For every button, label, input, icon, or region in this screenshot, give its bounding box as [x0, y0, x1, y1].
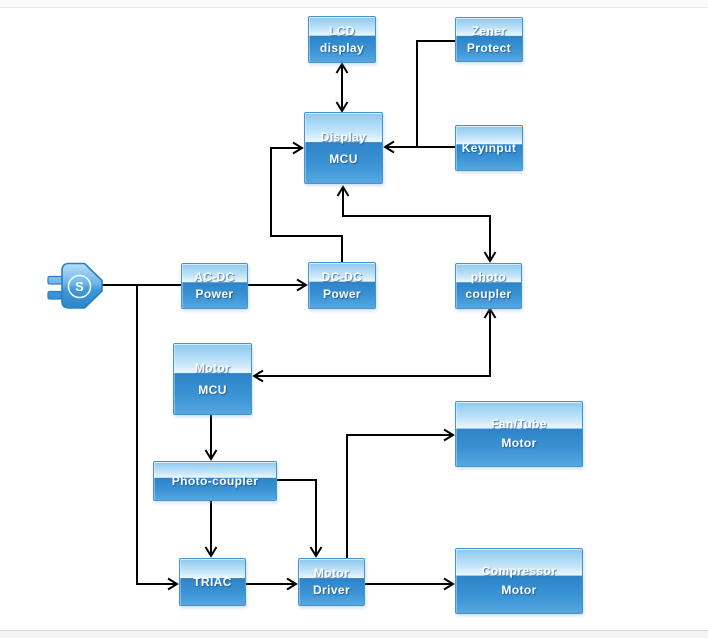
node-label: Fan/Tube: [491, 417, 547, 431]
edge-mains-to-triac: [136, 285, 179, 591]
node-label: LCD: [329, 23, 355, 38]
top-divider: [0, 0, 708, 8]
edge-display-mcu-to-photo-coupler-top: [336, 185, 497, 263]
node-label: MCU: [198, 383, 227, 397]
plug-body: [61, 262, 103, 309]
node-label: Motor: [501, 436, 537, 450]
power-plug-icon: S: [47, 262, 103, 309]
node-label: Power: [195, 287, 234, 301]
node-ac-dc-power: AC-DC Power: [181, 263, 248, 309]
node-dc-dc-power: DC-DC Power: [308, 262, 376, 309]
node-label: Driver: [312, 583, 351, 597]
node-lcd-display: LCD display: [308, 16, 376, 63]
node-label: Motor: [194, 361, 231, 375]
node-triac: TRIAC: [179, 558, 246, 606]
edge-photo-coupler-to-motor-driver: [277, 479, 323, 558]
plug-circle: [67, 274, 92, 299]
node-label: display: [319, 40, 365, 55]
node-label: Power: [322, 286, 361, 301]
node-label: Motor: [313, 566, 350, 580]
node-label: coupler: [465, 287, 512, 301]
plug-label: S: [75, 279, 84, 294]
edge-motor-driver-to-fan-tube-motor: [346, 428, 455, 558]
node-label: Keyinput: [461, 140, 517, 155]
edge-photo-coupler-top-to-motor-mcu: [252, 307, 497, 383]
node-keyinput: Keyinput: [455, 125, 523, 171]
node-label: Compressor: [481, 564, 557, 578]
node-label: Display: [320, 130, 367, 144]
node-label: Zener: [471, 23, 507, 38]
plug-prong-bottom: [47, 290, 64, 300]
edges-layer: [101, 40, 497, 591]
node-photo-coupler-top: photo coupler: [455, 263, 522, 309]
node-label: Motor: [501, 583, 537, 597]
node-label: MCU: [329, 152, 358, 166]
node-label: DC-DC: [321, 269, 363, 284]
node-label: Photo-coupler: [171, 473, 259, 488]
node-label: AC-DC: [194, 270, 235, 284]
node-label: Protect: [466, 40, 512, 55]
node-label: photo: [470, 270, 507, 284]
bottom-divider: [0, 630, 708, 638]
edge-zener-protect-branch: [416, 40, 455, 147]
node-label: TRIAC: [193, 574, 232, 589]
node-photo-coupler: Photo-coupler: [153, 461, 277, 501]
plug-prong-top: [47, 275, 64, 285]
